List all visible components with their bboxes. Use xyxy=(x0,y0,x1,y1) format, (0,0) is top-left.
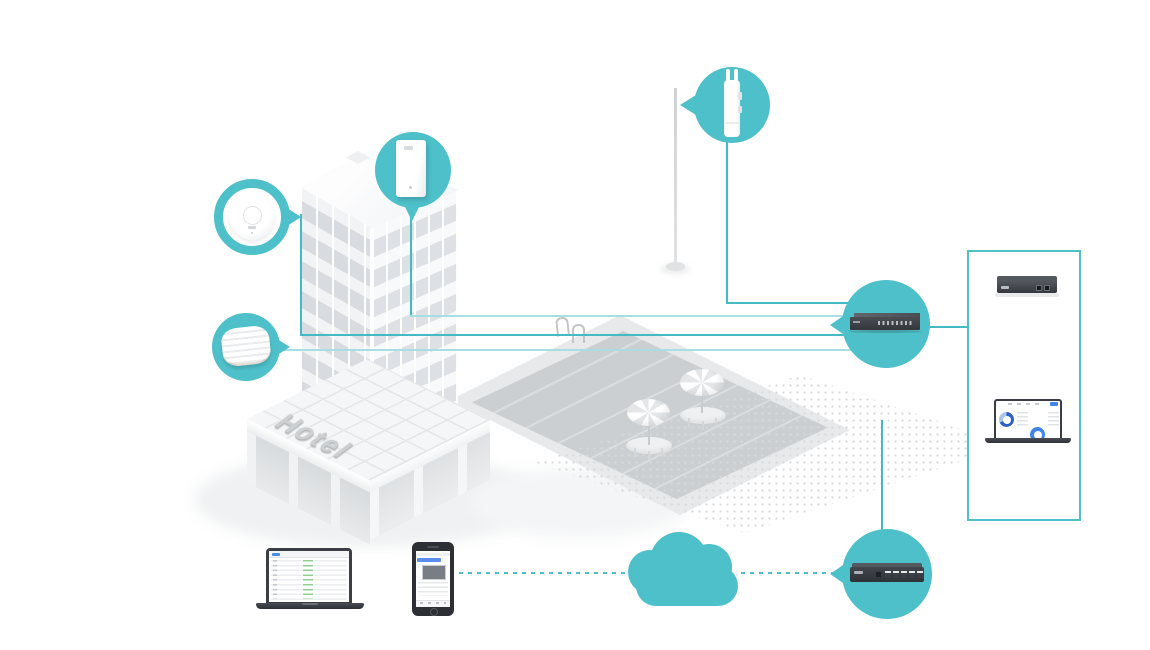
donut-hole xyxy=(1033,430,1042,439)
admin-laptop-header xyxy=(269,551,349,558)
dashboard-text-lines xyxy=(1048,412,1059,427)
table-leg xyxy=(702,421,704,430)
antenna-pole-base xyxy=(666,262,685,271)
link-cloud-to-gateway xyxy=(741,572,843,574)
link-ceiling-ap-horizontal xyxy=(300,334,884,336)
link-ceiling-ap-vertical xyxy=(300,214,302,336)
gateway-top xyxy=(852,563,922,568)
ceiling-ap-ring-detail xyxy=(243,206,262,225)
admin-laptop-chip xyxy=(272,553,280,556)
outdoor-ap-tab xyxy=(738,106,742,113)
patio-table xyxy=(626,437,672,454)
gateway-logo xyxy=(854,571,863,574)
table-leg xyxy=(661,448,663,457)
link-wall-ap-vertical xyxy=(410,207,412,317)
controller-icon xyxy=(997,276,1057,293)
switch-logo xyxy=(853,321,860,323)
patio-table xyxy=(680,407,726,424)
donut-hole xyxy=(1002,415,1011,424)
switch-shadow xyxy=(849,330,921,333)
controller-shadow xyxy=(995,293,1059,297)
outdoor-ap-antenna xyxy=(734,69,738,83)
controller-logo xyxy=(1001,286,1009,289)
gateway-port xyxy=(901,571,907,578)
dashboard-text-lines xyxy=(1017,412,1028,427)
gateway-button xyxy=(876,572,881,577)
phone-app-image xyxy=(422,565,446,580)
link-switch-to-controller xyxy=(928,326,969,328)
dashboard-donut-chart xyxy=(999,412,1014,427)
link-outdoor-ap-vertical xyxy=(726,142,728,304)
switch-ports xyxy=(878,321,912,325)
link-ceiling-ap2-horizontal xyxy=(284,349,884,351)
ceiling-ap-logo xyxy=(248,226,256,229)
dashboard-button xyxy=(1050,402,1058,406)
phone-app-lines xyxy=(418,582,448,596)
phone-app-header xyxy=(416,553,450,556)
cloud-part xyxy=(636,566,738,606)
dashboard-toolbar xyxy=(1008,403,1040,405)
dashboard-laptop-base xyxy=(985,438,1071,443)
phone-home-button xyxy=(430,608,438,616)
device-list-checkbox-column xyxy=(273,560,277,599)
link-wall-ap-horizontal xyxy=(410,315,884,317)
table-leg xyxy=(634,448,636,457)
switch-top xyxy=(854,313,920,318)
admin-laptop-base xyxy=(256,603,364,609)
phone-speaker xyxy=(427,546,439,548)
gateway-port xyxy=(893,571,899,578)
outdoor-ap-seam xyxy=(725,122,739,124)
wall-ap-logo xyxy=(404,146,413,150)
gateway-port xyxy=(885,571,891,578)
outdoor-ap-antenna xyxy=(726,69,730,83)
controller-port xyxy=(1044,285,1050,291)
umbrella-icon xyxy=(627,399,670,426)
ceiling-ap2-icon xyxy=(220,324,272,368)
umbrella-icon xyxy=(680,369,724,396)
phone-app-banner xyxy=(417,558,441,562)
link-outdoor-ap-horizontal xyxy=(726,302,884,304)
ceiling-ap-led xyxy=(251,232,253,234)
phone-nav-dots xyxy=(420,602,446,604)
umbrella-pole xyxy=(648,423,650,445)
outdoor-ap-tab xyxy=(738,92,742,100)
table-leg xyxy=(648,451,650,460)
link-phone-to-cloud xyxy=(459,572,629,574)
gateway-port xyxy=(917,571,923,578)
gateway-port xyxy=(909,571,915,578)
table-leg xyxy=(688,418,690,427)
antenna-pole xyxy=(674,88,677,266)
table-leg xyxy=(715,418,717,427)
roof-structure xyxy=(346,151,370,164)
controller-port xyxy=(1036,285,1042,291)
wall-ap-led xyxy=(409,186,412,189)
link-gateway-vertical xyxy=(881,420,883,532)
umbrella-pole xyxy=(701,393,703,413)
pool-ladder-icon xyxy=(572,324,585,343)
admin-laptop-notch xyxy=(302,603,318,605)
device-list-status-column xyxy=(303,560,313,599)
